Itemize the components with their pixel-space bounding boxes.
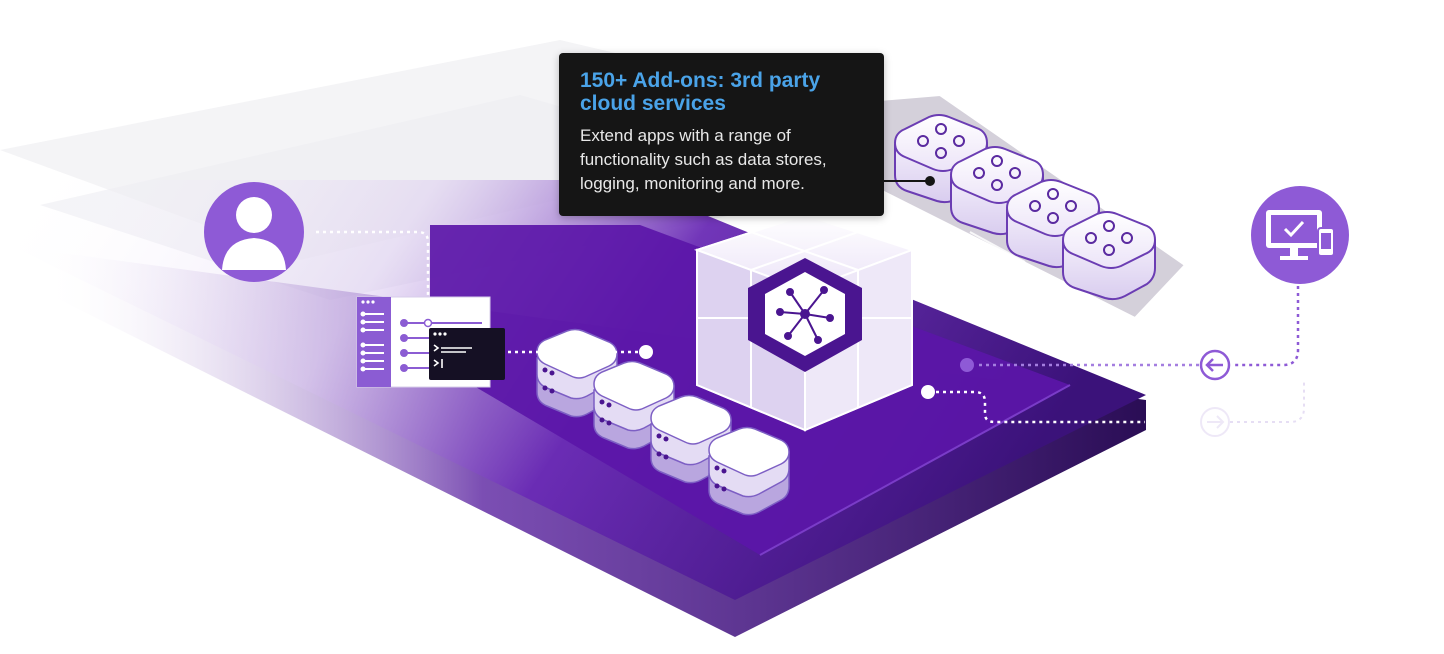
- database-stack: [708, 426, 790, 516]
- arrow-right-icon: [1200, 407, 1230, 437]
- addon-boxes: [893, 114, 1157, 301]
- connector-dot: [639, 345, 653, 359]
- desktop-check-icon: [1251, 186, 1349, 284]
- tooltip-description: Extend apps with a range of functionalit…: [580, 126, 827, 193]
- user-avatar-icon: [204, 182, 304, 282]
- tray-connector: [939, 231, 1026, 281]
- outbound-flow-line: [936, 390, 1145, 424]
- inbound-flow-line: [1232, 286, 1300, 367]
- database-stacks: [536, 328, 790, 516]
- app-cube: [693, 213, 916, 432]
- outbound-faded-line: [1230, 380, 1305, 423]
- terminal-icon: [429, 328, 505, 380]
- arrow-left-icon: [1199, 349, 1231, 381]
- inbound-dot: [960, 358, 974, 372]
- tooltip-title: 150+ Add-ons: 3rd party cloud services: [580, 69, 821, 115]
- outbound-dot: [921, 385, 935, 399]
- tooltip-leader-dot: [925, 176, 935, 186]
- addon-box: [1005, 179, 1101, 269]
- addons-tooltip: 150+ Add-ons: 3rd party cloud services E…: [559, 53, 884, 216]
- addon-box: [1061, 211, 1157, 301]
